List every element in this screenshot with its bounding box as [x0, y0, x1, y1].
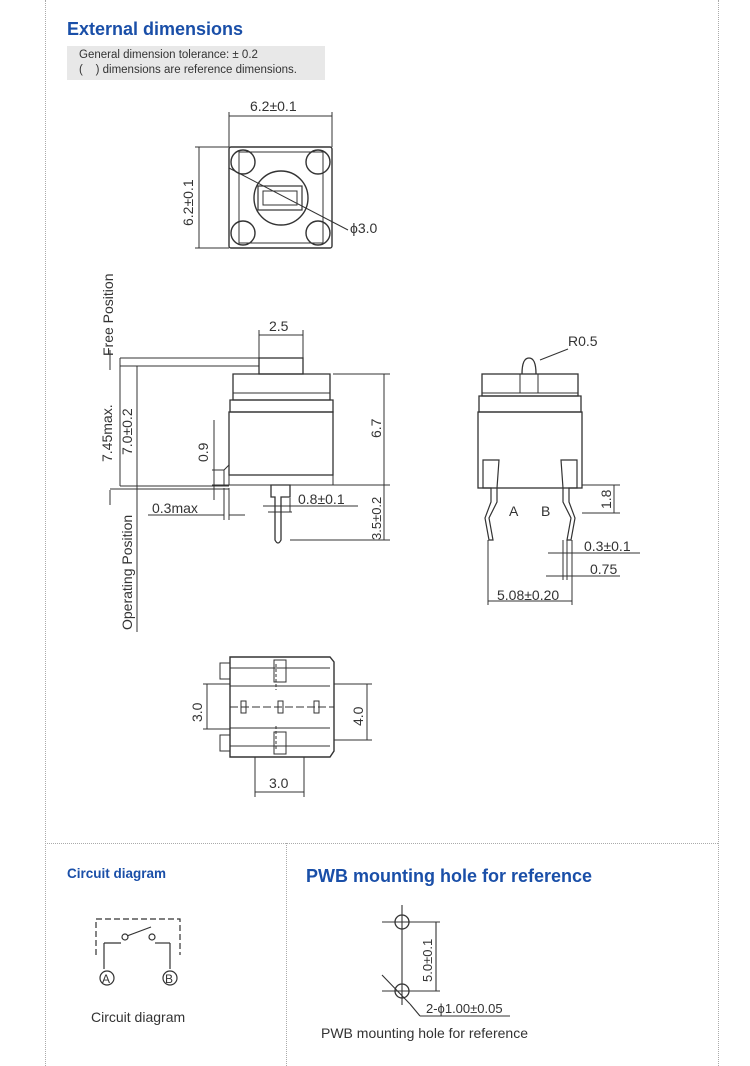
body-height-label: 6.7 — [368, 418, 384, 438]
dim-075-label: 0.75 — [590, 561, 617, 577]
external-dimensions-heading: External dimensions — [67, 19, 244, 39]
terminal-b-label: B — [541, 503, 550, 519]
side-view — [109, 330, 390, 632]
thickness-label: 0.3±0.1 — [584, 538, 631, 554]
terminal-width-label: 0.8±0.1 — [298, 491, 345, 507]
pwb-caption-wrap: PWB mounting hole for reference — [321, 1025, 528, 1041]
circuit-caption-wrap: Circuit diagram — [91, 1009, 185, 1025]
pwb-caption: PWB mounting hole for reference — [321, 1025, 528, 1041]
bottom-view — [203, 656, 372, 797]
tolerance-note: General dimension tolerance: ± 0.2 — [79, 49, 258, 61]
dim-18-label: 1.8 — [598, 489, 614, 509]
free-position-label: Free Position — [100, 274, 116, 356]
terminal-a-label: A — [509, 503, 519, 519]
dim-09-label: 0.9 — [195, 442, 211, 462]
pwb-pitch-label: 5.0±0.1 — [420, 939, 435, 982]
right-border — [718, 0, 719, 1066]
pitch-label: 5.08±0.20 — [497, 587, 559, 603]
circuit-caption: Circuit diagram — [91, 1009, 185, 1025]
pwb-hole-drawing: 5.0±0.1 2-ϕ1.00±0.05 — [381, 905, 510, 1017]
height-label: 7.0±0.2 — [119, 408, 135, 455]
circuit-terminal-a: A — [102, 972, 110, 986]
end-view — [477, 348, 640, 605]
top-height-label: 6.2±0.1 — [180, 179, 196, 226]
radius-label: R0.5 — [568, 333, 598, 349]
bottom-width-label: 3.0 — [269, 775, 289, 791]
pwb-heading: PWB mounting hole for reference — [306, 866, 593, 886]
left-border — [45, 0, 46, 1066]
terminal-length-label: 3.5±0.2 — [369, 497, 384, 540]
external-dimensions-drawing: 6.2±0.1 6.2±0.1 ϕ3.0 — [99, 98, 640, 797]
diameter-label: ϕ3.0 — [350, 220, 378, 236]
circuit-diagram: A B — [95, 918, 181, 986]
circuit-heading: Circuit diagram — [67, 866, 167, 881]
circuit-terminal-b: B — [165, 972, 173, 986]
reference-note: ( ) dimensions are reference dimensions. — [79, 64, 297, 76]
top-width-label: 6.2±0.1 — [250, 98, 297, 114]
section-divider — [45, 843, 718, 844]
top-view — [195, 112, 349, 249]
bottom-right-label: 4.0 — [350, 706, 366, 726]
pwb-hole-label: 2-ϕ1.00±0.05 — [426, 1001, 503, 1016]
bottom-left-label: 3.0 — [189, 702, 205, 722]
actuator-width-label: 2.5 — [269, 318, 289, 334]
max-height-label: 7.45max. — [99, 404, 115, 462]
dim-03max-label: 0.3max — [152, 500, 198, 516]
operating-position-label: Operating Position — [119, 515, 135, 630]
column-divider — [286, 843, 287, 1066]
tolerance-note-box: General dimension tolerance: ± 0.2 ( ) d… — [67, 46, 325, 80]
